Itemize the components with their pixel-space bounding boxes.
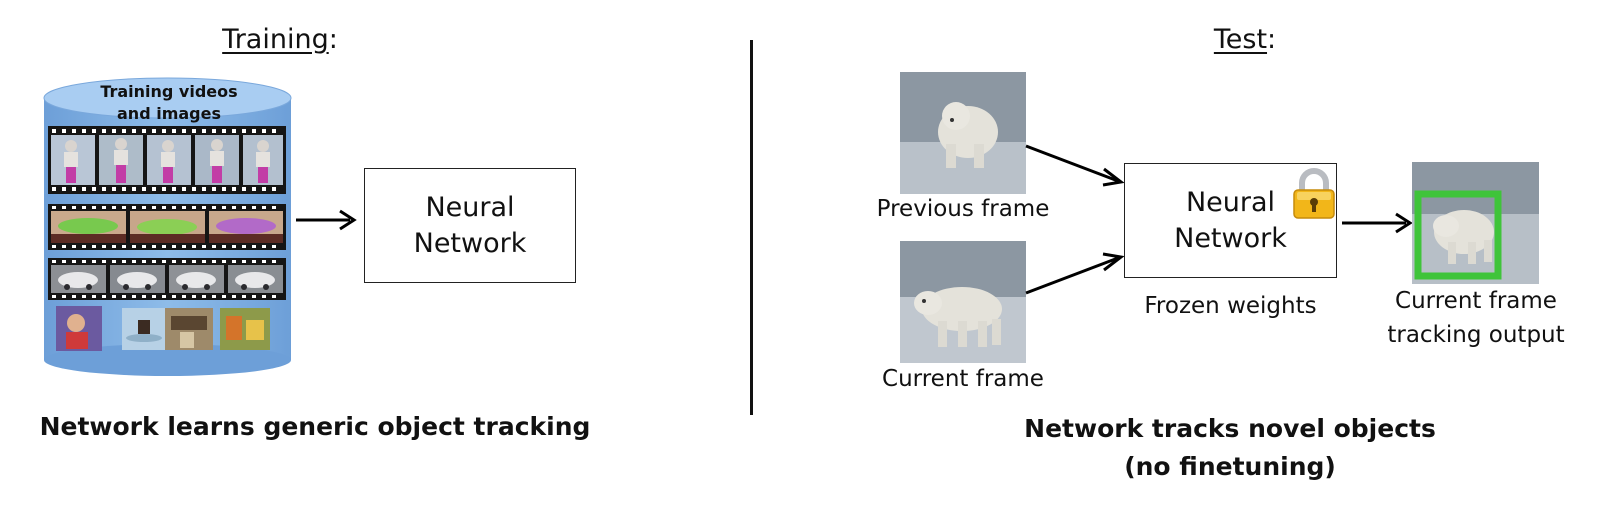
tracking-output-image — [1412, 162, 1539, 284]
training-arrow — [296, 209, 357, 231]
previous-frame-arrow — [1025, 144, 1125, 187]
filmstrip-dancer — [48, 126, 286, 194]
training-dataset-cylinder — [43, 77, 292, 376]
training-network-line2: Network — [413, 227, 527, 259]
tracking-output-label: Current frame tracking output — [1370, 284, 1582, 352]
output-arrow — [1342, 212, 1413, 234]
tracking-output-line1: Current frame — [1395, 288, 1557, 314]
dataset-label-line2: and images — [117, 104, 221, 123]
training-heading: Training: — [180, 24, 380, 55]
test-network-line2: Network — [1174, 222, 1287, 254]
tracking-output-line2: tracking output — [1387, 322, 1565, 348]
filmstrip-cars — [48, 258, 286, 300]
test-heading-colon: : — [1267, 24, 1277, 55]
test-network-line1: Neural — [1185, 186, 1276, 218]
test-caption: Network tracks novel objects (no finetun… — [990, 410, 1470, 486]
training-neural-network-box: Neural Network — [364, 168, 576, 283]
training-heading-text: Training — [222, 24, 329, 55]
test-heading-text: Test — [1213, 24, 1268, 55]
section-divider — [750, 40, 753, 415]
training-heading-colon: : — [328, 24, 338, 55]
current-frame-image — [900, 241, 1026, 363]
tracking-bounding-box — [1414, 190, 1502, 280]
current-frame-arrow — [1025, 252, 1125, 295]
training-caption: Network learns generic object tracking — [39, 412, 591, 441]
current-frame-label: Current frame — [882, 366, 1044, 392]
training-network-line1: Neural — [425, 191, 515, 223]
test-heading: Test: — [1145, 24, 1345, 55]
dataset-label-line1: Training videos — [100, 82, 238, 101]
test-input-arrows — [1025, 144, 1125, 295]
frozen-weights-label: Frozen weights — [1144, 293, 1317, 319]
padlock-icon — [1293, 168, 1335, 219]
training-still-images — [56, 306, 270, 351]
test-caption-line2: (no finetuning) — [1124, 452, 1336, 481]
filmstrip-chameleon — [48, 204, 286, 250]
test-caption-line1: Network tracks novel objects — [1024, 414, 1436, 443]
previous-frame-image — [900, 72, 1026, 194]
previous-frame-label: Previous frame — [876, 196, 1050, 222]
dataset-label: Training videos and images — [84, 81, 254, 125]
